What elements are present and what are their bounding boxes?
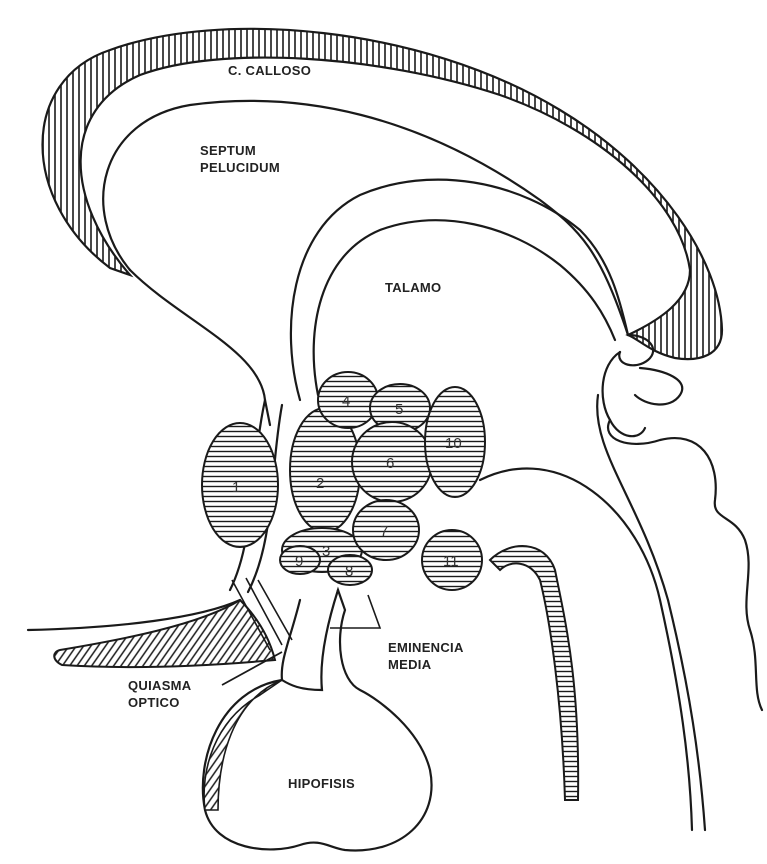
- label-septum-line2: PELUCIDUM: [200, 160, 280, 175]
- label-thalamus: TALAMO: [385, 280, 441, 295]
- septum-pellucidum: [103, 101, 628, 335]
- label-septum-line1: SEPTUM: [200, 143, 256, 158]
- nucleus-label-5: 5: [395, 401, 403, 418]
- nucleus-label-6: 6: [386, 455, 394, 472]
- nucleus-label-4: 4: [342, 393, 350, 410]
- thalamus-outline: [291, 180, 628, 400]
- mammillary-body: [490, 546, 578, 800]
- nucleus-label-3: 3: [322, 543, 330, 560]
- optic-nerve: [54, 600, 275, 667]
- label-median-eminence-line1: EMINENCIA: [388, 640, 464, 655]
- nucleus-label-7: 7: [380, 523, 388, 540]
- label-corpus-callosum: C. CALLOSO: [228, 63, 311, 78]
- nucleus-label-1: 1: [232, 479, 240, 496]
- label-optic-chiasm-line1: QUIASMA: [128, 678, 192, 693]
- hypothalamic-nuclei: 1 2 3 4 5 6 7 8 9 10 11: [202, 372, 485, 590]
- nucleus-label-8: 8: [345, 563, 353, 580]
- label-optic-chiasm-line2: OPTICO: [128, 695, 180, 710]
- pituitary-stalk: [282, 600, 300, 680]
- label-hypophysis: HIPOFISIS: [288, 776, 355, 791]
- nucleus-label-10: 10: [445, 435, 462, 452]
- nucleus-label-9: 9: [295, 553, 303, 570]
- nucleus-label-2: 2: [316, 475, 324, 492]
- label-median-eminence-line2: MEDIA: [388, 657, 432, 672]
- nucleus-label-11: 11: [443, 553, 459, 570]
